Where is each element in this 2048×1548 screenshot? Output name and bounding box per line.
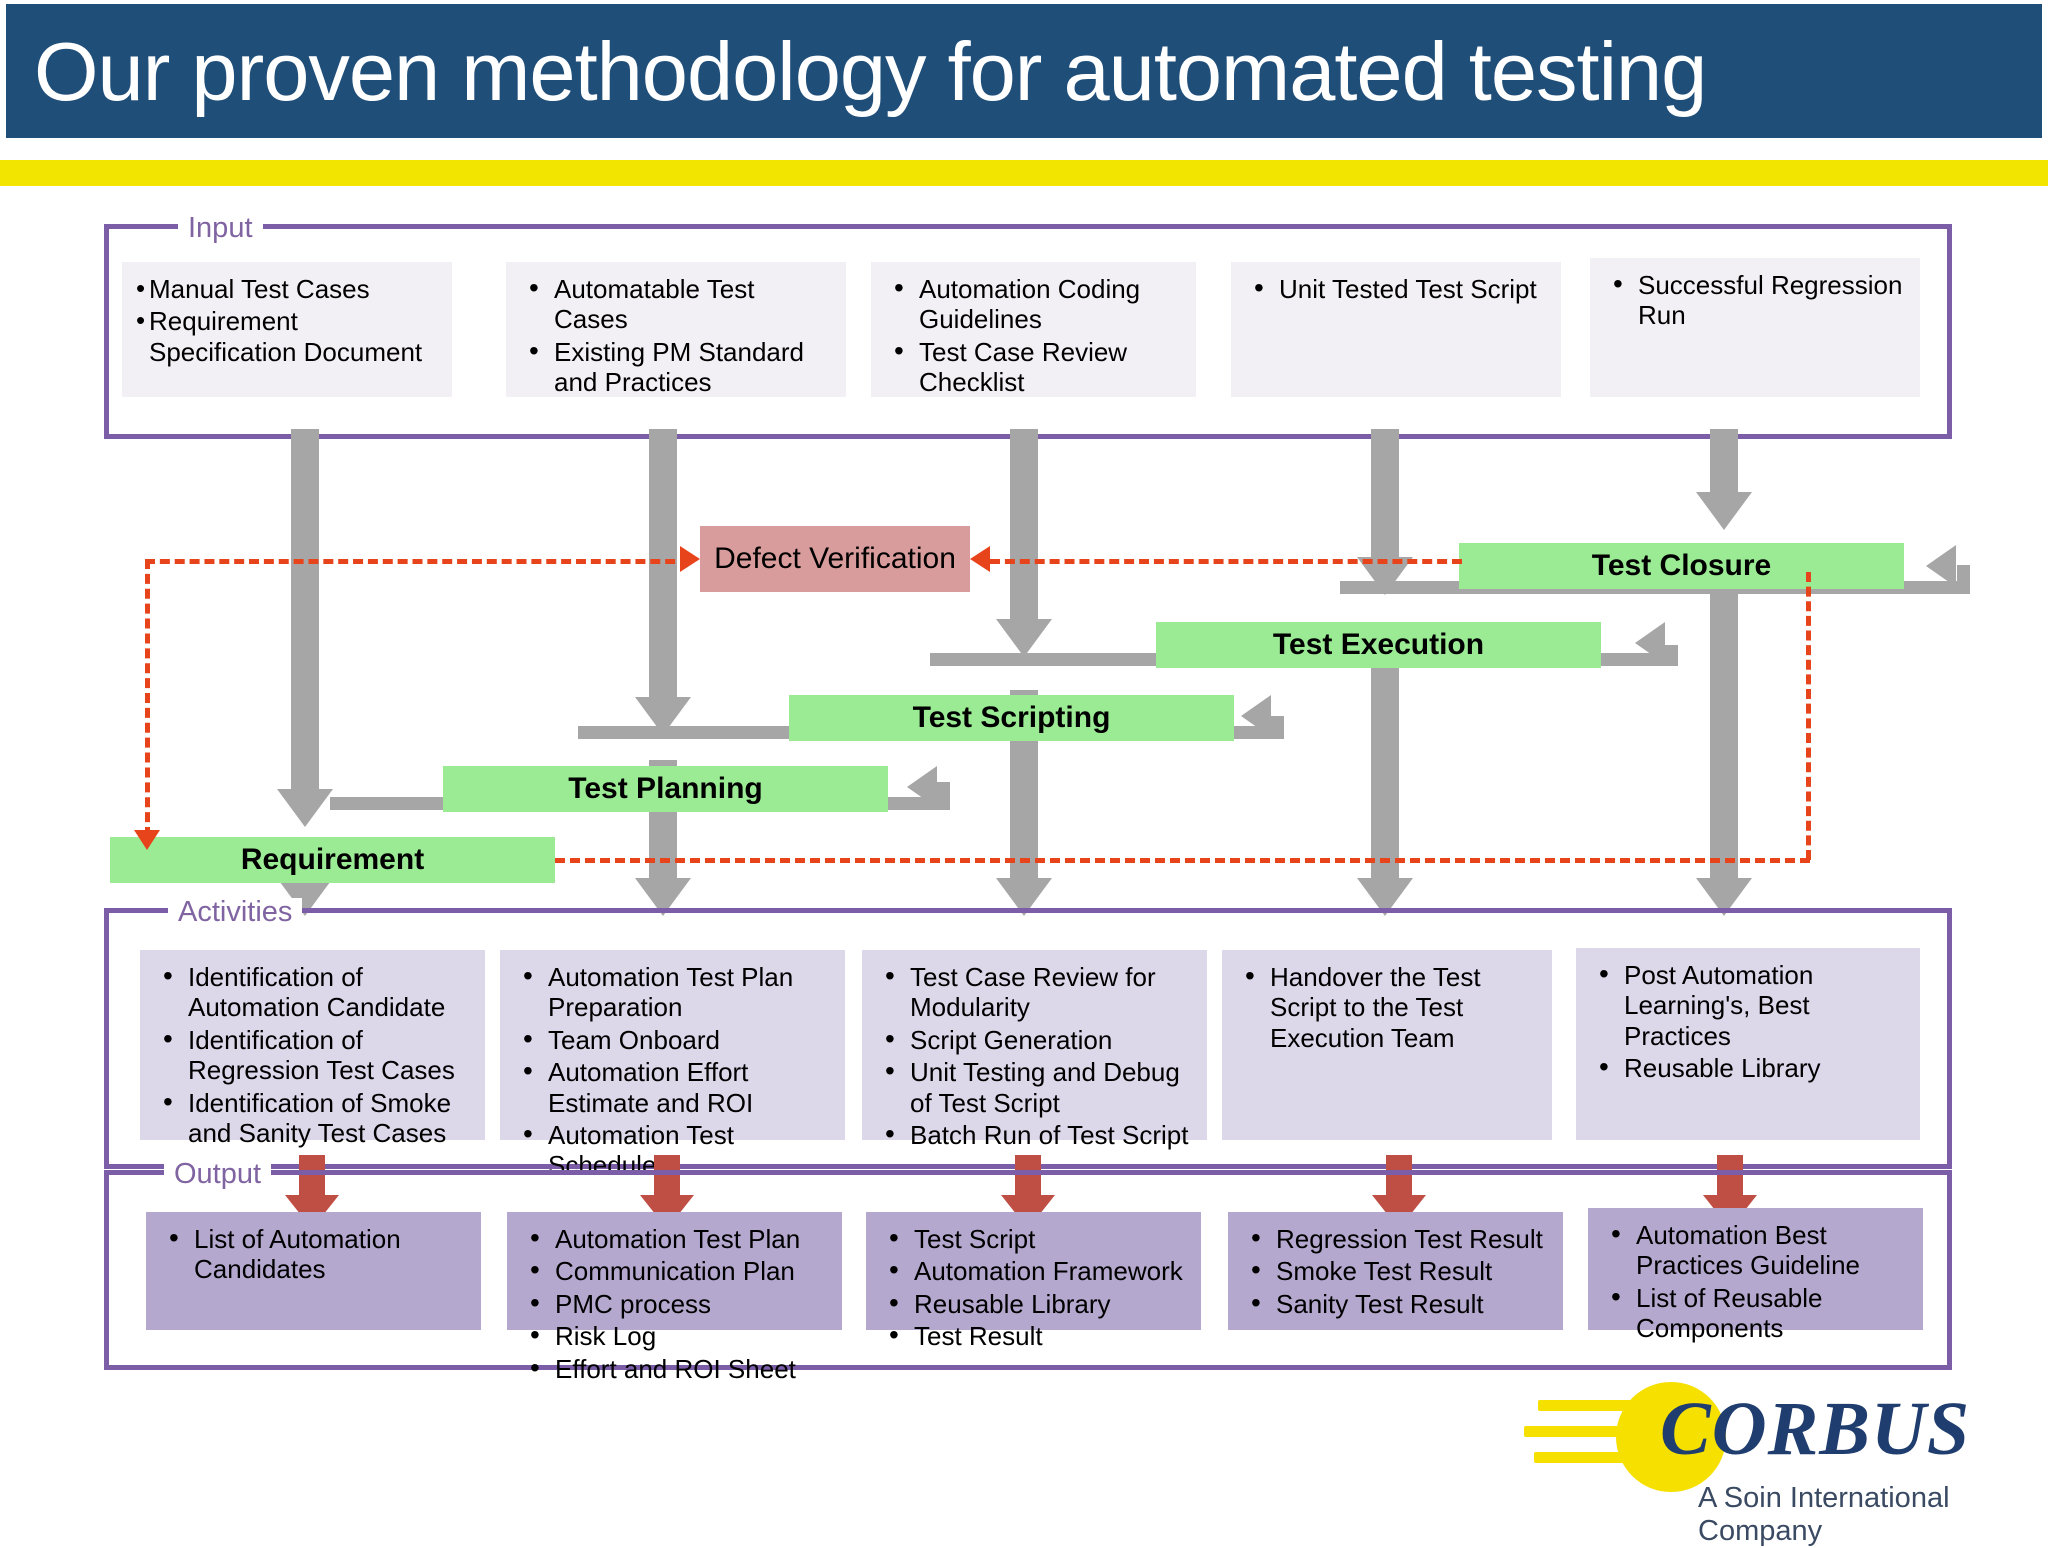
process-box-test-execution[interactable]: Test Execution xyxy=(1156,622,1601,668)
stair-arrow-1 xyxy=(907,766,937,808)
input-box-3: Automation Coding Guidelines Test Case R… xyxy=(871,262,1196,397)
list-item: Reusable Library xyxy=(880,1287,1187,1320)
list-item: Identification of Regression Test Cases xyxy=(154,1023,471,1086)
stair-arrow-2 xyxy=(1241,695,1271,737)
list-item: Handover the Test Script to the Test Exe… xyxy=(1236,960,1538,1053)
flow-arrow-head-3 xyxy=(996,619,1052,657)
logo-ball-icon xyxy=(1616,1382,1726,1492)
process-box-test-scripting[interactable]: Test Scripting xyxy=(789,695,1234,741)
process-box-test-planning[interactable]: Test Planning xyxy=(443,766,888,812)
page-title: Our proven methodology for automated tes… xyxy=(34,24,1707,118)
list-item: Post Automation Learning's, Best Practic… xyxy=(1590,958,1906,1051)
logo-speedline-icon xyxy=(1524,1426,1636,1437)
list-item: Automation Test Schedule xyxy=(514,1118,831,1181)
list-item: Effort and ROI Sheet xyxy=(521,1352,828,1385)
output-box-2: Automation Test Plan Communication Plan … xyxy=(507,1212,842,1385)
list-item: Risk Log xyxy=(521,1319,828,1352)
list-item: List of Automation Candidates xyxy=(160,1222,467,1285)
logo-speedline-icon xyxy=(1534,1452,1636,1463)
stair-v-2 xyxy=(1271,716,1284,739)
list-item: Automatable Test Cases xyxy=(520,272,832,335)
feedback-line-requirement-right xyxy=(555,858,1810,863)
list-item: Automation Effort Estimate and ROI xyxy=(514,1055,831,1118)
list-item: List of Reusable Components xyxy=(1602,1281,1909,1344)
defect-verification-box[interactable]: Defect Verification xyxy=(700,526,970,592)
output-section-label: Output xyxy=(164,1160,272,1189)
list-item: Smoke Test Result xyxy=(1242,1254,1549,1287)
activities-section-label: Activities xyxy=(168,898,303,927)
list-item: Automation Framework xyxy=(880,1254,1187,1287)
flow-arrow-stem-4 xyxy=(1371,429,1399,557)
output-box-1: List of Automation Candidates xyxy=(146,1212,481,1330)
list-item: Test Result xyxy=(880,1319,1187,1352)
flow-arrow-head-1 xyxy=(277,789,333,827)
list-item: Existing PM Standard and Practices xyxy=(520,335,832,398)
list-item: PMC process xyxy=(521,1287,828,1320)
output-box-5: Automation Best Practices Guideline List… xyxy=(1588,1208,1923,1343)
feedback-line-closure-to-defect xyxy=(990,559,1462,564)
feedback-arrow-into-defect-right xyxy=(970,546,990,572)
activity-box-4: Handover the Test Script to the Test Exe… xyxy=(1222,950,1552,1140)
accent-band xyxy=(0,160,2048,186)
list-item: Manual Test Cases xyxy=(136,273,438,304)
list-item: Sanity Test Result xyxy=(1242,1287,1549,1320)
stair-v-1c xyxy=(937,786,950,810)
feedback-arrow-into-requirement xyxy=(134,830,160,850)
process-box-test-closure[interactable]: Test Closure xyxy=(1459,543,1904,589)
logo-wordmark: CORBUS xyxy=(1660,1387,1971,1471)
list-item: Test Script xyxy=(880,1222,1187,1255)
list-item: Communication Plan xyxy=(521,1254,828,1287)
corbus-logo: CORBUS A Soin International Company xyxy=(1520,1378,2040,1547)
process-box-requirement[interactable]: Requirement xyxy=(110,837,555,883)
stair-v-4 xyxy=(1957,565,1970,594)
list-item: Automation Best Practices Guideline xyxy=(1602,1218,1909,1281)
list-item: Automation Test Plan xyxy=(521,1222,828,1255)
title-bar: Our proven methodology for automated tes… xyxy=(6,4,2042,138)
feedback-arrow-into-defect-left xyxy=(680,546,700,572)
activity-box-2: Automation Test Plan Preparation Team On… xyxy=(500,950,845,1180)
stair-v-3 xyxy=(1665,645,1678,666)
list-item: Unit Tested Test Script xyxy=(1245,272,1547,305)
flow-arrow-head-5 xyxy=(1696,492,1752,530)
logo-tagline: A Soin International Company xyxy=(1698,1482,1950,1547)
list-item: Script Generation xyxy=(876,1023,1193,1056)
list-item: Automation Test Plan Preparation xyxy=(514,960,831,1023)
output-box-3: Test Script Automation Framework Reusabl… xyxy=(866,1212,1201,1352)
input-box-1: Manual Test Cases Requirement Specificat… xyxy=(122,262,452,397)
list-item: Identification of Automation Candidate xyxy=(154,960,471,1023)
activity-box-1: Identification of Automation Candidate I… xyxy=(140,950,485,1148)
flow-arrow-stem-3 xyxy=(1010,429,1038,619)
list-item: Automation Coding Guidelines xyxy=(885,272,1182,335)
list-item: Test Case Review for Modularity xyxy=(876,960,1193,1023)
flow-arrow-stem-1 xyxy=(291,429,319,789)
feedback-line-vertical-right xyxy=(1806,572,1811,860)
stair-arrow-4 xyxy=(1926,545,1956,587)
input-section-label: Input xyxy=(178,214,263,243)
flow-arrow-stem-5 xyxy=(1710,429,1738,492)
input-box-2: Automatable Test Cases Existing PM Stand… xyxy=(506,262,846,397)
list-item: Unit Testing and Debug of Test Script xyxy=(876,1055,1193,1118)
feedback-line-vertical-left xyxy=(145,559,150,837)
activity-box-5: Post Automation Learning's, Best Practic… xyxy=(1576,948,1920,1140)
output-section-frame xyxy=(104,1170,1952,1370)
list-item: Identification of Smoke and Sanity Test … xyxy=(154,1086,471,1149)
list-item: Test Case Review Checklist xyxy=(885,335,1182,398)
logo-speedline-icon xyxy=(1538,1400,1634,1411)
list-item: Successful Regression Run xyxy=(1604,268,1906,331)
flow-arrow-stem-4b xyxy=(1371,630,1399,895)
output-box-4: Regression Test Result Smoke Test Result… xyxy=(1228,1212,1563,1330)
list-item: Regression Test Result xyxy=(1242,1222,1549,1255)
feedback-line-left-to-defect xyxy=(145,559,690,564)
stair-arrow-3 xyxy=(1635,622,1665,664)
input-box-4: Unit Tested Test Script xyxy=(1231,262,1561,397)
list-item: Requirement Specification Document xyxy=(136,305,438,367)
list-item: Team Onboard xyxy=(514,1023,831,1056)
list-item: Reusable Library xyxy=(1590,1051,1906,1084)
flow-arrow-stem-5b xyxy=(1710,560,1738,895)
input-box-5: Successful Regression Run xyxy=(1590,258,1920,397)
list-item: Batch Run of Test Script xyxy=(876,1118,1193,1151)
activity-box-3: Test Case Review for Modularity Script G… xyxy=(862,950,1207,1151)
